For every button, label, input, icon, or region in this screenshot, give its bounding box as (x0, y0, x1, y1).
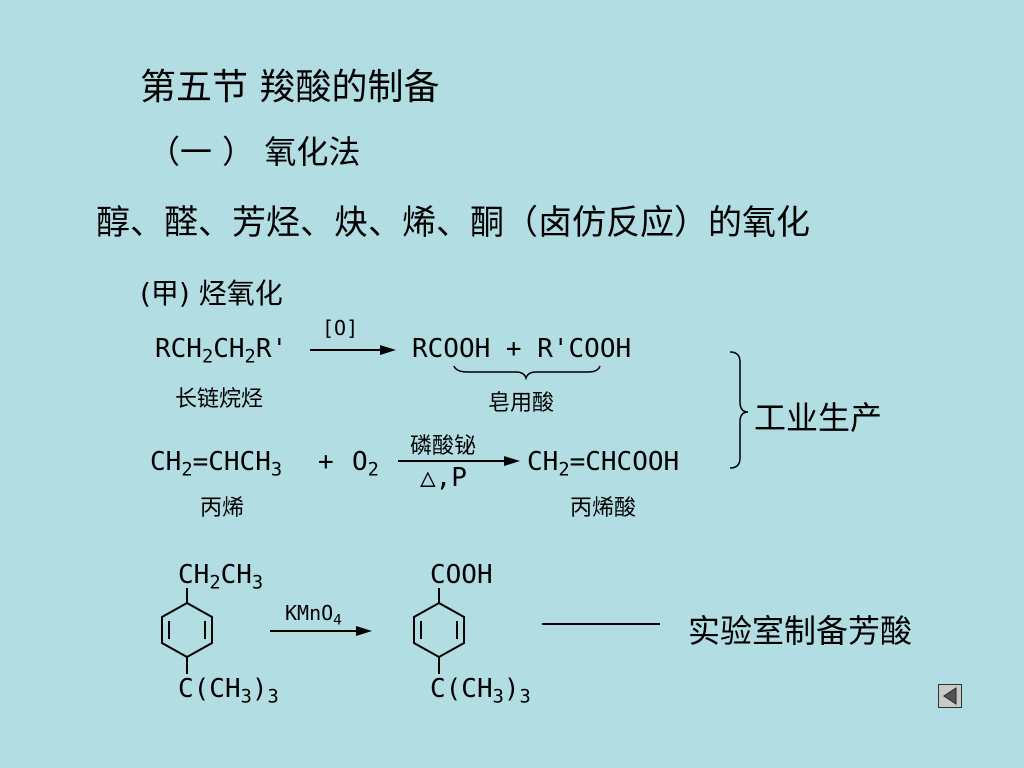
reaction2-product: CH2=CHCOOH (527, 447, 680, 481)
lab-label: 实验室制备芳酸 (688, 612, 913, 650)
reaction2-conditions: △,P (420, 463, 467, 493)
reactant-benzene-ring (161, 588, 213, 674)
reaction2-reactant2: O2 (352, 447, 379, 481)
reaction3-product-bottom: C(CH3)3 (430, 674, 531, 708)
reaction3-arrow (270, 626, 372, 636)
industry-label: 工业生产 (754, 399, 883, 437)
reaction2-reactant1: CH2=CHCH3 (150, 447, 283, 481)
reaction2-product-label: 丙烯酸 (570, 496, 637, 521)
intro-text: 醇、醛、芳烃、炔、烯、酮（卤仿反应）的氧化 (96, 203, 810, 243)
reaction1-arrow (310, 345, 396, 355)
reaction3-reactant-bottom: C(CH3)3 (178, 674, 279, 708)
reaction2-plus: + (318, 447, 334, 477)
back-triangle-icon (943, 687, 957, 705)
reaction3-reactant-top: CH2CH3 (178, 560, 264, 594)
reaction2-catalyst: 磷酸铋 (410, 434, 477, 459)
product-underbrace (453, 365, 601, 381)
reaction2-arrow (398, 456, 520, 466)
reaction2-reactant-label: 丙烯 (200, 496, 245, 521)
reaction1-reactant: RCH2CH2R' (155, 334, 288, 368)
reaction3-product-top: COOH (430, 560, 493, 590)
reaction1-reactant-label: 长链烷烃 (175, 387, 264, 412)
reaction3-reagent: KMnO4 (285, 601, 342, 629)
back-button[interactable] (938, 684, 962, 708)
product-benzene-ring (413, 588, 465, 674)
slide-title: 第五节 羧酸的制备 (140, 67, 440, 108)
industry-brace (729, 351, 749, 469)
reaction1-reagent: [O] (322, 316, 359, 340)
reaction1-product: RCOOH + R'COOH (412, 334, 632, 364)
reaction1-product-label: 皂用酸 (488, 391, 555, 416)
section-heading: （一 ） 氧化法 (148, 133, 361, 171)
subsection-heading: (甲) 烃氧化 (140, 277, 283, 310)
